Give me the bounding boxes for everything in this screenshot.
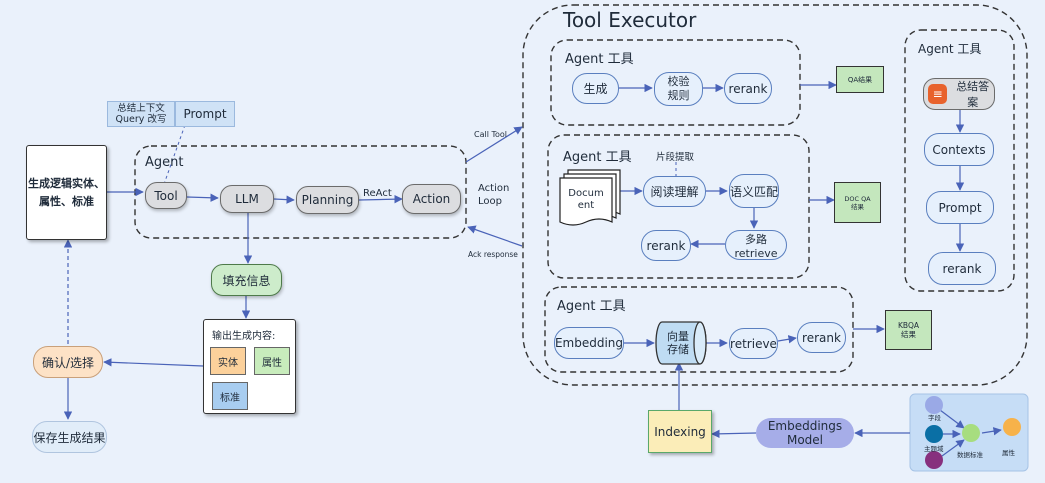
qa-result-doc: QA结果 [836, 66, 884, 93]
doc-result-doc: DOC QA 结果 [834, 182, 881, 223]
doc-line2: ent [577, 200, 595, 211]
kg-attr-label: 属性 [1002, 449, 1015, 457]
document-icon [559, 169, 621, 226]
tool-node: Tool [145, 182, 187, 209]
multi-retrieve-node: 多路retrieve [725, 230, 787, 260]
kb-agent-title: Agent 工具 [557, 299, 626, 314]
kb-retrieve-node: retrieve [729, 328, 778, 359]
qa-rerank-node: rerank [724, 73, 772, 104]
react-label: ReAct [363, 188, 392, 199]
qa-check-node: 校验 规则 [654, 72, 703, 106]
confirm-button[interactable]: 确认/选择 [33, 346, 103, 378]
read-node: 阅读理解 [643, 176, 706, 207]
sum-prompt-node: Prompt [926, 191, 994, 224]
planning-node: Planning [296, 186, 359, 214]
kg-attr-node [1003, 418, 1021, 436]
doc-agent-title: Agent 工具 [563, 150, 632, 165]
std-doc: 标准 [212, 382, 248, 410]
llm-node: LLM [220, 185, 274, 213]
input-box: 生成逻辑实体、 属性、标准 [26, 145, 107, 240]
qa-check-line2: 规则 [667, 89, 690, 102]
store-line1: 向量 [667, 330, 689, 343]
contexts-node: Contexts [924, 133, 994, 166]
action-loop-label: Action Loop [478, 182, 509, 208]
answer-label: 总结答案 [956, 80, 990, 109]
kg-field-label: 字段 [928, 414, 941, 422]
fill-info-node: 填充信息 [211, 264, 282, 296]
indexing-node: Indexing [648, 410, 712, 453]
attr-doc: 属性 [254, 347, 290, 375]
kg-std-node [962, 424, 980, 442]
kb-rerank-node: rerank [797, 322, 846, 353]
vector-store-cylinder [655, 321, 707, 365]
qa-check-line1: 校验 [667, 75, 690, 88]
kb-result-doc: KBQA 结果 [885, 310, 932, 350]
doc-line1: Docum [568, 188, 604, 199]
output-title: 输出生成内容: [212, 331, 276, 342]
kg-std-label: 数据标准 [957, 451, 983, 459]
output-box: 输出生成内容: 实体 属性 标准 [203, 319, 296, 414]
vector-store-label: 向量 存储 [660, 328, 696, 358]
kb-result-line1: KBQA [897, 321, 920, 330]
doc-rerank-node: rerank [641, 230, 691, 261]
doc-result-line2: 结果 [851, 202, 864, 211]
answer-node: ≡ 总结答案 [923, 78, 995, 110]
action-node: Action [402, 184, 461, 214]
kg-domain-node [925, 425, 943, 443]
sum-agent-title: Agent 工具 [918, 42, 982, 56]
hint-prompt: Prompt [175, 101, 235, 127]
action-loop-line2: Loop [478, 196, 502, 207]
executor-title: Tool Executor [563, 8, 697, 32]
embeddings-model-node: Embeddings Model [756, 418, 854, 448]
agent-title: Agent [145, 155, 184, 170]
embedding-node: Embedding [554, 327, 624, 359]
doc-result-line1: DOC QA [844, 194, 871, 203]
document-label: Docum ent [560, 183, 612, 217]
extract-label: 片段提取 [656, 152, 695, 163]
entity-doc: 实体 [210, 347, 246, 375]
call-tool-label: Call Tool [474, 130, 508, 139]
input-line2: 属性、标准 [39, 194, 94, 208]
hint-box: 总结上下文 Query 改写 [107, 101, 175, 127]
save-result-button[interactable]: 保存生成结果 [32, 421, 107, 453]
tool-executor-frame [522, 4, 1028, 386]
input-line1: 生成逻辑实体、 [28, 176, 105, 190]
kb-result-line2: 结果 [901, 330, 916, 339]
qa-agent-title: Agent 工具 [565, 52, 634, 67]
kg-field-node [925, 396, 943, 414]
match-node: 语义匹配 [729, 174, 779, 208]
kg-domain-label: 主题域 [924, 445, 944, 453]
qa-gen-node: 生成 [572, 73, 619, 104]
store-line2: 存储 [667, 343, 689, 356]
action-loop-line1: Action [478, 183, 510, 194]
hint-line2: Query 改写 [115, 114, 167, 125]
doc-agent-frame [547, 134, 810, 279]
layers-icon: ≡ [928, 84, 948, 104]
sum-agent-frame [904, 29, 1015, 292]
hint-line1: 总结上下文 [117, 103, 165, 114]
ack-label: Ack response [468, 250, 518, 259]
kg-domain2-node [925, 451, 943, 469]
sum-rerank-node: rerank [928, 252, 996, 285]
